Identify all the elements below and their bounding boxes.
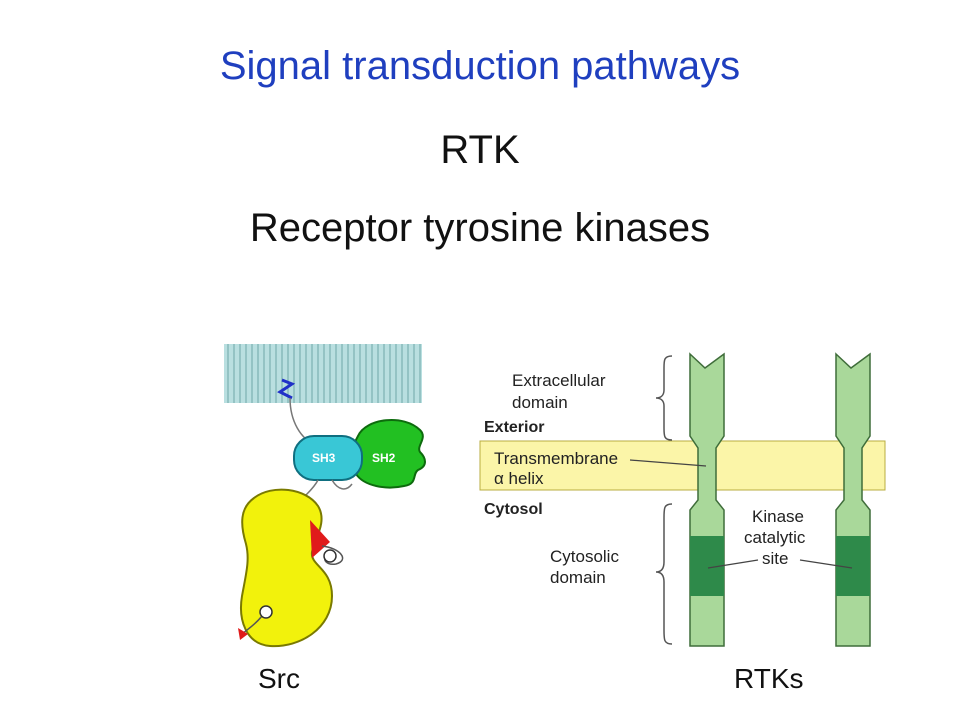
caption-rtks: RTKs xyxy=(734,663,804,694)
label-extracellular-2: domain xyxy=(512,393,568,412)
label-kinase-3: site xyxy=(762,549,788,568)
label-kinase-1: Kinase xyxy=(752,507,804,526)
label-cytosol: Cytosol xyxy=(484,501,543,518)
brace-cytosolic xyxy=(655,503,673,645)
pointer-kinase-left xyxy=(707,559,759,569)
label-cytosolic-2: domain xyxy=(550,568,606,587)
src-membrane xyxy=(224,344,422,403)
sh2-label: SH2 xyxy=(372,451,396,465)
label-kinase-2: catalytic xyxy=(744,528,806,547)
receptor-left xyxy=(689,352,725,647)
phospho-right xyxy=(323,549,337,563)
slide-subtitle-full: Receptor tyrosine kinases xyxy=(249,206,711,250)
red-domain xyxy=(310,520,330,558)
membrane-band xyxy=(479,440,886,491)
label-transmembrane-2: α helix xyxy=(494,469,544,488)
receptor-right xyxy=(835,352,871,647)
pointer-kinase-right xyxy=(799,559,853,569)
brace-extracellular xyxy=(655,355,673,441)
label-exterior: Exterior xyxy=(484,419,544,436)
caption-src: Src xyxy=(258,663,300,694)
tail-red xyxy=(238,628,248,640)
slide-subtitle-rtk: RTK xyxy=(440,128,520,172)
sh3-domain xyxy=(293,435,363,481)
sh3-label: SH3 xyxy=(312,451,336,465)
phospho-bottom xyxy=(259,605,273,619)
label-extracellular-1: Extracellular xyxy=(512,371,606,390)
pointer-transmembrane xyxy=(629,459,707,467)
label-cytosolic-1: Cytosolic xyxy=(550,547,619,566)
slide-title: Signal transduction pathways xyxy=(219,44,741,88)
lipid-anchor xyxy=(277,378,296,400)
label-transmembrane-1: Transmembrane xyxy=(494,449,618,468)
